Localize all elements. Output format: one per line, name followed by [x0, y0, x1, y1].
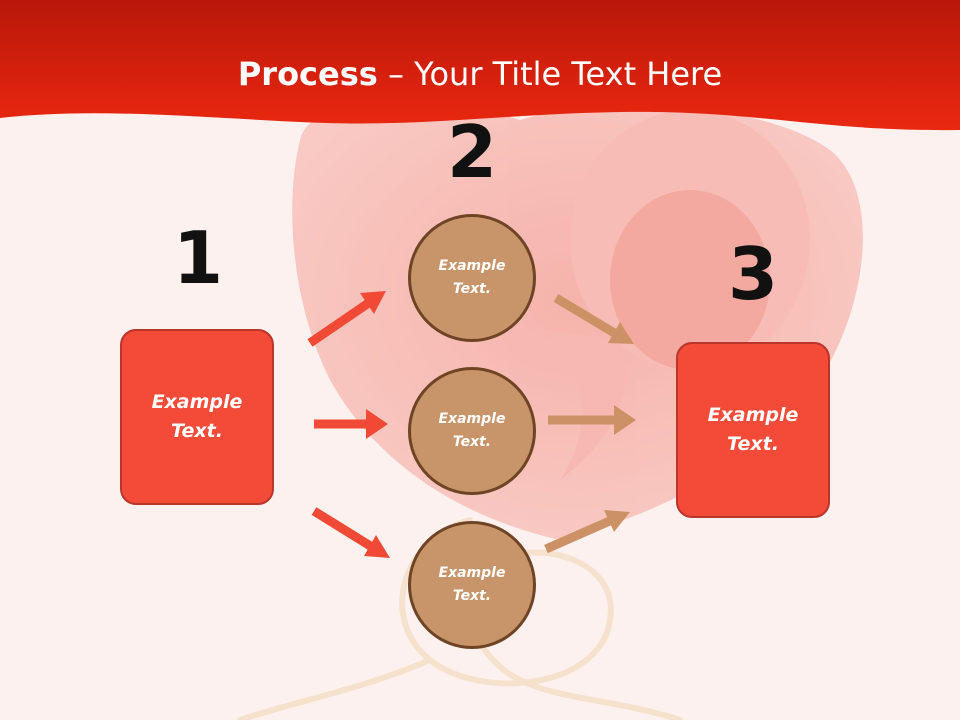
- step-1-box: Example Text.: [120, 329, 274, 505]
- circle-top: Example Text.: [408, 214, 536, 342]
- step-1-label: Example Text.: [151, 391, 243, 442]
- step-number-3: 3: [727, 232, 779, 316]
- header-wave: [0, 0, 960, 131]
- step-3-label: Example Text.: [707, 404, 799, 455]
- step-3-box: Example Text.: [676, 342, 830, 518]
- circle-bottom-label: Example Text.: [438, 565, 506, 604]
- step-number-2: 2: [446, 110, 498, 194]
- circle-middle-label: Example Text.: [438, 411, 506, 450]
- slide-title: Process – Your Title Text Here: [0, 52, 960, 96]
- string-decoration: [237, 517, 683, 720]
- step-number-1: 1: [172, 216, 224, 300]
- title-rest: – Your Title Text Here: [377, 55, 723, 93]
- title-bold: Process: [237, 55, 378, 93]
- circle-middle: Example Text.: [408, 367, 536, 495]
- circle-top-label: Example Text.: [438, 258, 506, 297]
- circle-bottom: Example Text.: [408, 521, 536, 649]
